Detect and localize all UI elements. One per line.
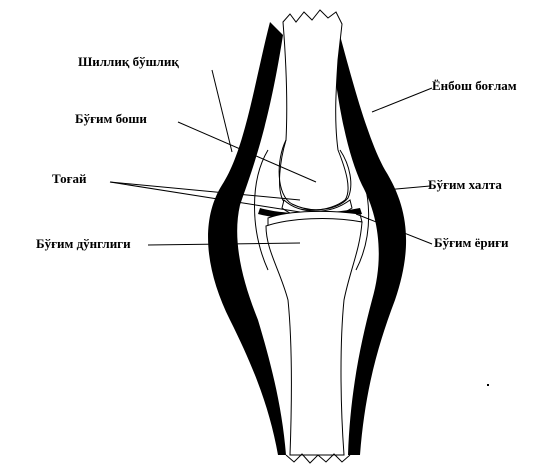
label-enbosh-boglam: Ёнбош боғлам bbox=[432, 79, 517, 92]
label-togay: Тоғай bbox=[52, 172, 86, 185]
label-bugim-boshi: Бўғим боши bbox=[75, 112, 147, 125]
leader-enbosh-boglam bbox=[372, 88, 432, 112]
speck bbox=[487, 384, 489, 386]
femur-bone bbox=[280, 10, 349, 210]
label-shilliq-bushliq: Шиллиқ бўшлиқ bbox=[78, 55, 179, 68]
label-bugim-yerigi: Бўғим ёриғи bbox=[434, 236, 508, 249]
label-bugim-xalta: Бўғим халта bbox=[428, 178, 502, 191]
label-bugim-dungligi: Бўғим дўнглиги bbox=[36, 237, 131, 250]
leader-shilliq-bushliq bbox=[212, 70, 232, 152]
